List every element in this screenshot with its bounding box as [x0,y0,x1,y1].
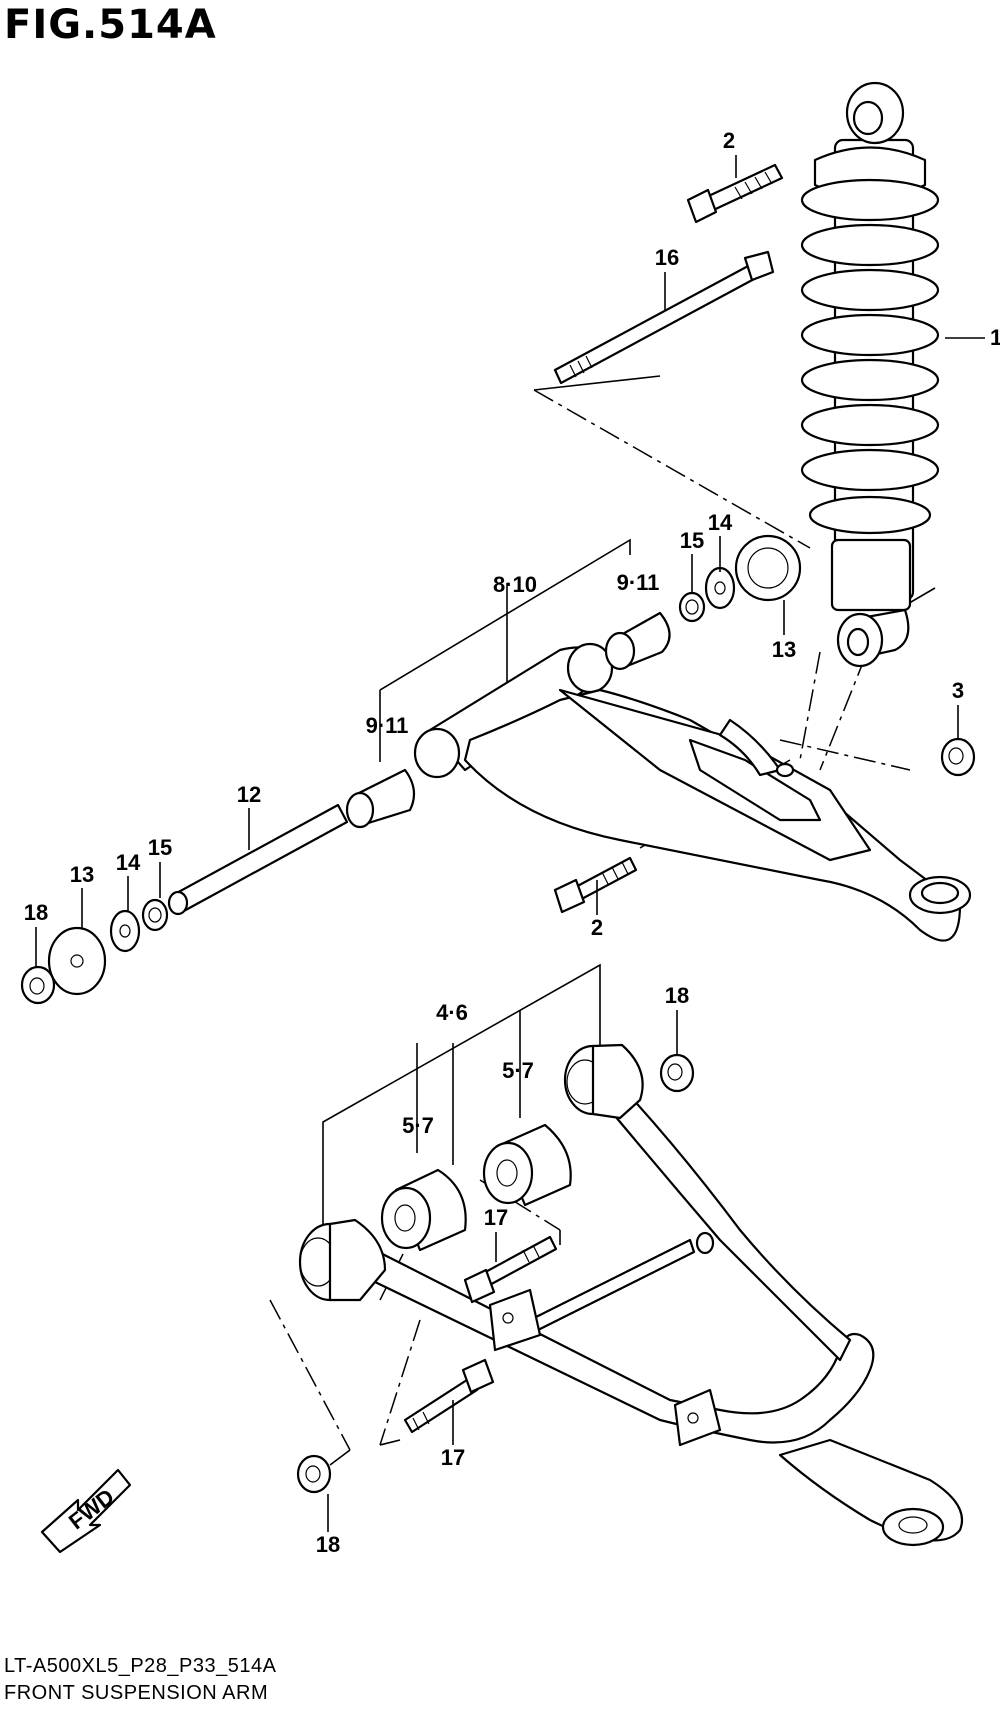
washer-14-left [109,909,141,953]
washer-15-left [141,898,169,932]
callout-16: 16 [655,245,679,270]
bolt-upper [686,163,784,224]
bolt-17-upper [463,1235,558,1304]
callout-3: 3 [952,678,964,703]
callout-8-10: 8·10 [493,572,537,597]
callout-5-7-right: 5·7 [502,1058,534,1083]
nut-18-upper-right [659,1053,695,1093]
callout-18-bottom: 18 [316,1532,340,1557]
fwd-arrow: FWD [40,1468,132,1554]
cap-13-right [734,534,802,602]
nut-18-bottom [296,1454,332,1494]
callout-5-7-left: 5·7 [402,1113,434,1138]
washer-14-right [704,566,736,610]
callout-14-left: 14 [116,850,141,875]
bushing-5-7-right [482,1123,572,1207]
callout-17-lower: 17 [441,1445,465,1470]
washer-15-right [678,591,706,623]
callout-labels: 1 2 16 14 15 13 9·11 8·10 9·11 3 12 15 1… [24,128,1000,1557]
upper-arm [413,642,972,942]
callout-2-upper: 2 [723,128,735,153]
callout-12: 12 [237,782,261,807]
callout-18-left: 18 [24,900,48,925]
nut-18-left [20,965,56,1005]
shaft-12 [167,803,349,916]
figure-title: FIG.514A [4,2,217,48]
callout-9-11-left: 9·11 [366,713,409,738]
callout-13-right: 13 [772,637,796,662]
leader-lines [269,375,936,1466]
figure-code: LT-A500XL5_P28_P33_514A [4,1655,277,1677]
callout-13-left: 13 [70,862,94,887]
callout-4-6: 4·6 [436,1000,468,1025]
coil-spring [800,178,940,535]
callout-15-left: 15 [148,835,172,860]
callout-14-right: 14 [708,510,733,535]
lower-arm [298,1043,964,1547]
callout-2-lower: 2 [591,915,603,940]
callout-18-upper-right: 18 [665,983,689,1008]
bolt-lower [553,856,638,914]
bolt-16 [553,250,775,385]
spacer-9-11-left [345,768,416,829]
spacer-9-11-right [604,611,671,671]
nut-3 [940,737,976,777]
shock-absorber [800,81,940,668]
figure-caption: FRONT SUSPENSION ARM [4,1682,269,1704]
bolt-17-lower [403,1358,495,1434]
cap-13-left [47,926,107,996]
callout-1: 1 [990,325,1000,350]
bushing-5-7-left [380,1168,467,1252]
callout-15-right: 15 [680,528,704,553]
callout-17-upper: 17 [484,1205,508,1230]
callout-9-11-right: 9·11 [617,570,660,595]
